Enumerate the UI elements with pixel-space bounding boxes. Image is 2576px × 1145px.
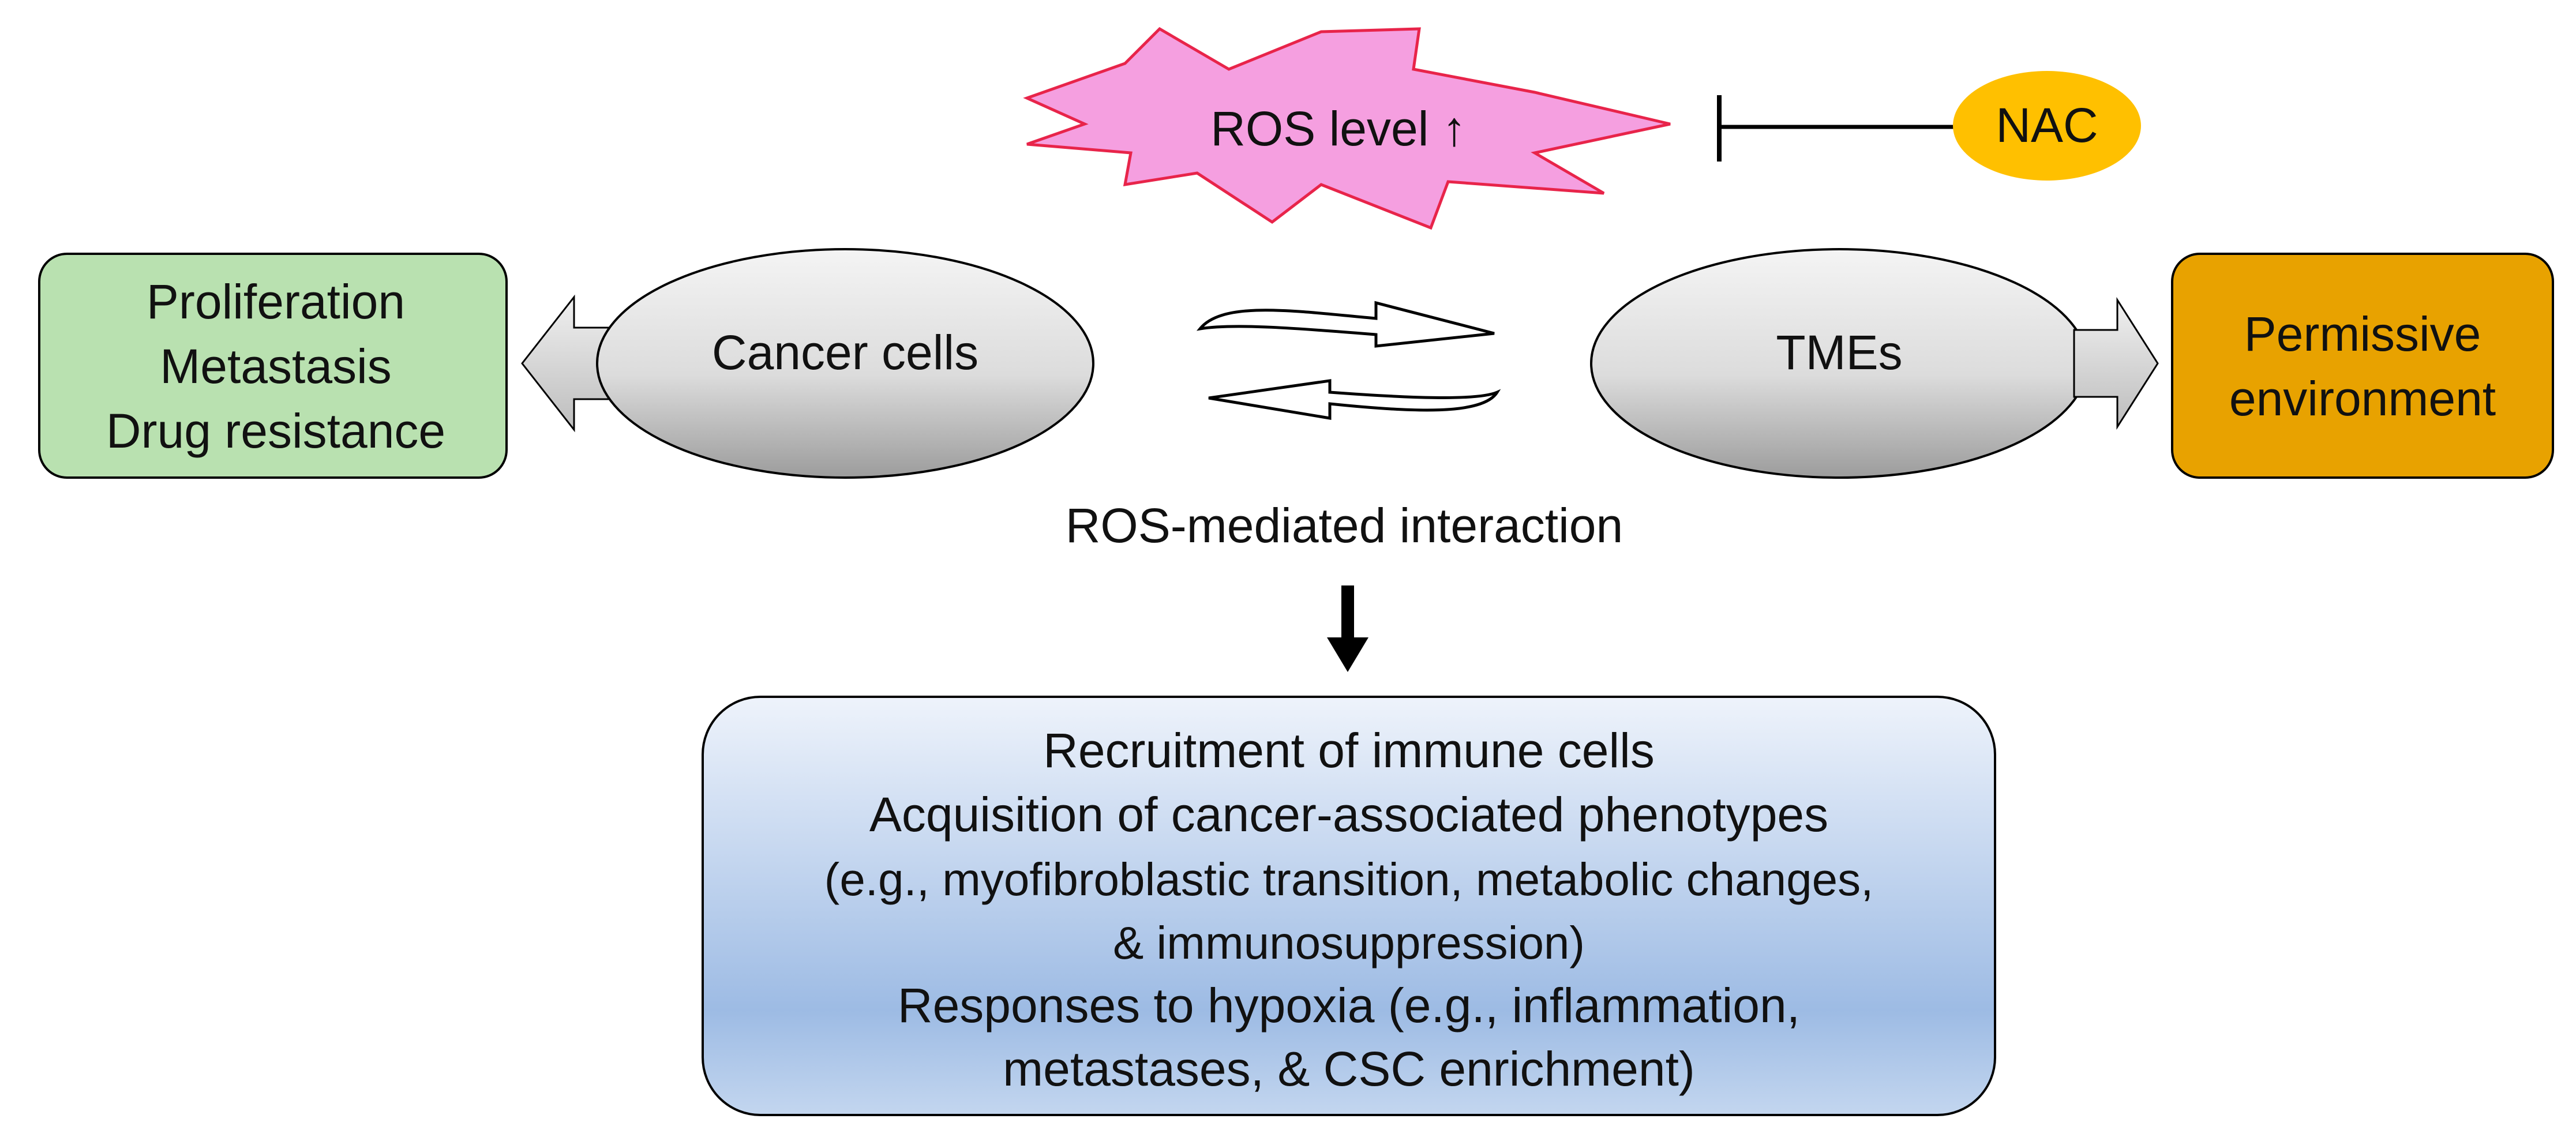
effects-line-2: Acquisition of cancer-associated phenoty…	[869, 787, 1828, 842]
effects-rect	[702, 696, 1996, 1116]
effects-line-4: & immunosuppression)	[1113, 917, 1585, 968]
exchange-arrows	[1196, 301, 1501, 420]
effects-line-5: Responses to hypoxia (e.g., inflammation…	[898, 978, 1800, 1033]
outcome-left-box: Proliferation Metastasis Drug resistance	[38, 253, 508, 479]
outcome-left-line-2: Metastasis	[160, 339, 391, 393]
outcome-right-line-1: Permissive	[2244, 307, 2481, 361]
nac-inhibition	[1717, 95, 1959, 162]
cancer-cells-ellipse	[596, 248, 1094, 479]
arrow-to-cancer-cells	[1208, 379, 1501, 420]
effects-line-1: Recruitment of immune cells	[1043, 723, 1655, 778]
effects-line-3: (e.g., myofibroblastic transition, metab…	[824, 854, 1874, 905]
arrow-to-tmes	[1196, 301, 1495, 348]
nac-label: NAC	[1996, 98, 2098, 152]
effects-box: Recruitment of immune cells Acquisition …	[702, 696, 1996, 1116]
tmes-node: TMEs	[1590, 248, 2088, 479]
effects-line-6: metastases, & CSC enrichment)	[1003, 1042, 1695, 1096]
ros-level-label: ROS level ↑	[1210, 102, 1466, 156]
cancer-cells-label: Cancer cells	[712, 325, 978, 380]
outcome-left-line-3: Drug resistance	[106, 404, 445, 458]
tmes-to-outcome-arrow	[2073, 296, 2159, 430]
cancer-cells-node: Cancer cells	[596, 248, 1094, 479]
outcome-right-rect	[2171, 253, 2554, 479]
nac-node: NAC	[1953, 71, 2141, 181]
down-arrow	[1327, 585, 1368, 672]
interaction-caption: ROS-mediated interaction	[1066, 498, 1623, 553]
outcome-right-line-2: environment	[2229, 371, 2496, 426]
down-arrow-shaft	[1341, 585, 1354, 643]
tmes-label: TMEs	[1776, 325, 1902, 380]
outcome-left-rect	[38, 253, 508, 479]
burst-shape	[1023, 27, 1671, 230]
outcome-left-line-1: Proliferation	[147, 275, 405, 329]
outcome-right-box: Permissive environment	[2171, 253, 2554, 479]
down-arrow-head	[1327, 637, 1368, 672]
ros-level-burst: ROS level ↑	[1023, 27, 1671, 230]
nac-ellipse	[1953, 71, 2141, 181]
